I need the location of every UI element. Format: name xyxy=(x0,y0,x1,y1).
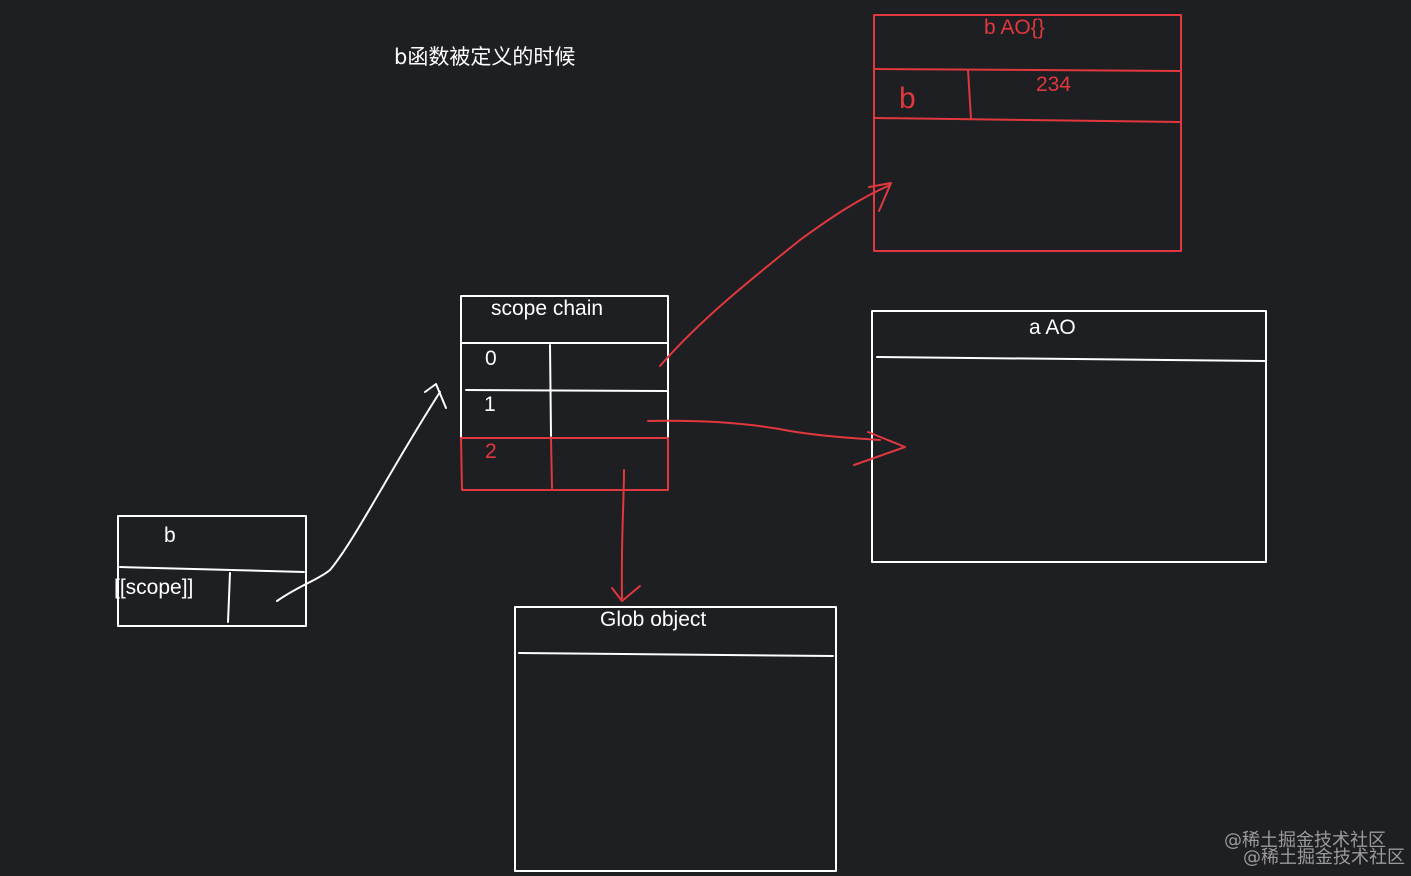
a-ao-box-frame xyxy=(871,310,1267,563)
scope-chain-row-divider-0-1 xyxy=(465,389,669,392)
arrow-scope-to-scope-chain-head xyxy=(424,383,447,409)
arrow-row1-to-a-ao-head xyxy=(853,431,906,466)
arrow-row1-to-a-ao xyxy=(647,419,881,441)
glob-object-header-divider xyxy=(518,652,834,657)
a-ao-box-name: a AO xyxy=(1029,316,1076,339)
scope-chain-box-frame xyxy=(460,295,669,439)
a-ao-header-divider xyxy=(876,356,1266,362)
a-ao-box: a AO xyxy=(871,310,1267,563)
watermark-shadow: @稀土掘金技术社区 xyxy=(1224,830,1386,851)
b-function-box-frame xyxy=(117,515,307,627)
arrow-row0-to-b-ao-head xyxy=(868,182,892,212)
scope-chain-index-0: 0 xyxy=(485,347,497,370)
b-ao-box-frame xyxy=(873,14,1182,252)
b-ao-value: 234 xyxy=(1036,73,1071,96)
b-function-box-cell-divider xyxy=(227,572,231,623)
b-function-box-divider xyxy=(119,566,305,573)
scope-chain-box-name: scope chain xyxy=(491,297,603,320)
scope-chain-row-2-frame xyxy=(460,437,669,491)
scope-chain-box: scope chain 0 1 2 xyxy=(460,295,669,491)
arrow-row2-to-glob-object xyxy=(620,469,625,599)
scope-chain-index-1: 1 xyxy=(484,393,496,416)
scope-chain-column-divider xyxy=(549,344,552,437)
scope-chain-index-2: 2 xyxy=(485,440,497,463)
b-ao-box-name: b AO{} xyxy=(984,16,1045,39)
glob-object-box: Glob object xyxy=(514,606,837,872)
b-function-box-name: b xyxy=(164,524,176,547)
diagram-title: b函数被定义的时候 xyxy=(394,45,575,69)
arrow-scope-to-scope-chain xyxy=(276,391,441,602)
b-ao-box: b AO{} b 234 xyxy=(873,14,1182,252)
glob-object-box-name: Glob object xyxy=(600,608,706,631)
b-ao-key: b xyxy=(899,82,916,115)
watermark: @稀土掘金技术社区 xyxy=(1243,847,1405,868)
arrow-row2-to-glob-object-head xyxy=(611,585,641,602)
b-ao-header-divider xyxy=(874,68,1181,72)
scope-chain-row-2-column-divider xyxy=(550,438,553,489)
b-ao-column-divider xyxy=(967,69,972,120)
b-function-box: b [[scope]] xyxy=(114,515,307,627)
glob-object-box-frame xyxy=(514,606,837,872)
b-ao-row-divider xyxy=(874,117,1181,123)
b-function-box-scope-label: [[scope]] xyxy=(114,576,193,599)
arrow-row0-to-b-ao xyxy=(659,184,891,367)
